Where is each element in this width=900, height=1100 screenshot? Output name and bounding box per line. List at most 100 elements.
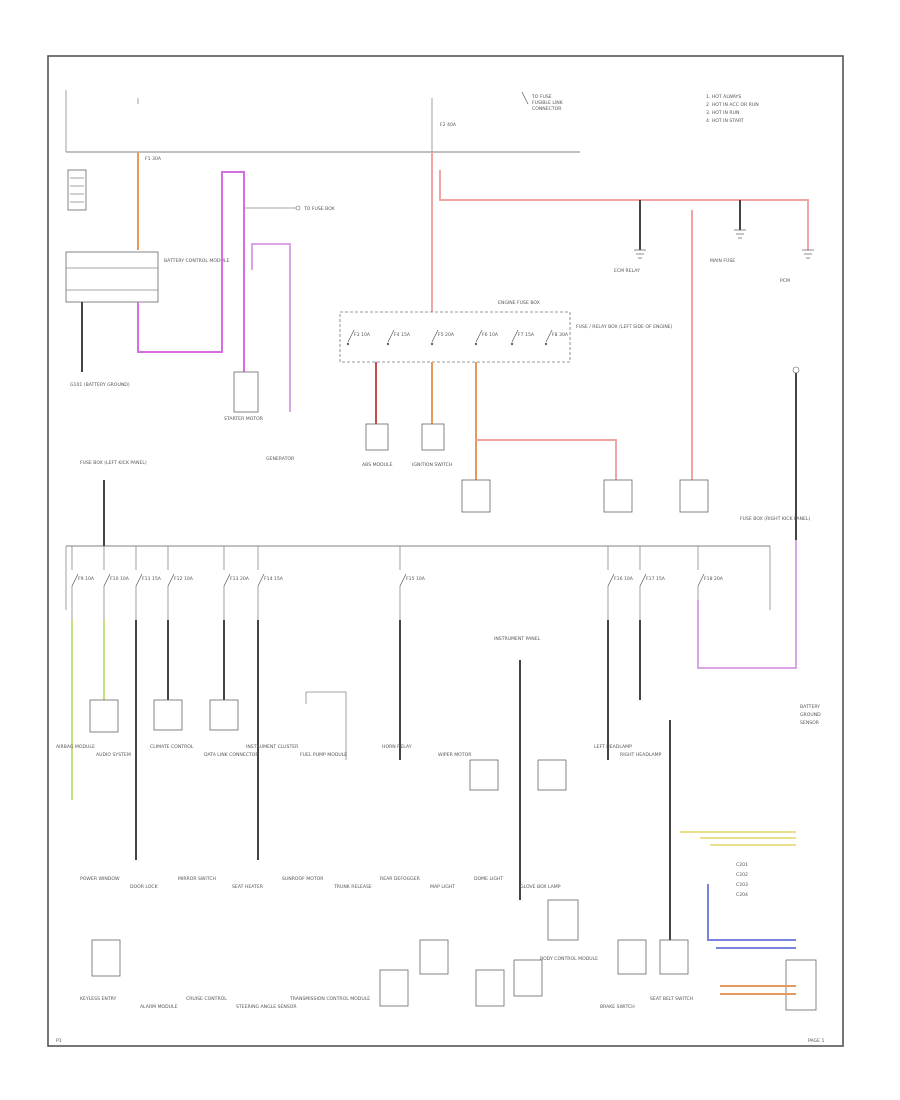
generator-label: GENERATOR	[266, 456, 295, 462]
right-bus-label: FUSE BOX (RIGHT KICK PANEL)	[740, 516, 810, 522]
ignition-sw-label: IGNITION SWITCH	[412, 462, 452, 468]
component-label: AIRBAG MODULE	[56, 744, 95, 750]
component-label: AUDIO SYSTEM	[96, 752, 131, 758]
comp-box	[537, 759, 567, 791]
svg-text:SENSOR: SENSOR	[800, 720, 820, 726]
comp-box	[475, 969, 505, 1007]
legend-right-0: 1. HOT ALWAYS	[706, 94, 741, 100]
component-label: SEAT BELT SWITCH	[650, 996, 693, 1002]
row2-labels: POWER WINDOW DOOR LOCK MIRROR SWITCH SEAT H…	[80, 876, 561, 890]
bus-fuse: F12 10A	[167, 546, 194, 620]
battery-box-label: BATTERY CONTROL MODULE	[164, 258, 229, 264]
block-fuse: F3 10A	[346, 329, 371, 346]
abs-box	[365, 423, 389, 451]
svg-text:BATTERY: BATTERY	[800, 704, 820, 710]
legend-left-1: FUSIBLE LINK	[532, 100, 564, 106]
legend-left: TO FUSE FUSIBLE LINK CONNECTOR	[521, 91, 564, 112]
block-fuse-label: F3 10A	[354, 332, 371, 338]
bus-fuse: F15 10A	[399, 546, 426, 620]
fuse-top-left: F1 30A	[145, 156, 162, 162]
bus-fuse-label: F18 20A	[704, 576, 724, 582]
block-fuse-label: F4 15A	[394, 332, 411, 338]
diagram-border	[47, 55, 844, 1047]
legend-right-3: 4. HOT IN START	[706, 118, 744, 124]
svg-text:C201: C201	[736, 862, 748, 868]
comp-box	[617, 939, 647, 975]
legend-left-0: TO FUSE	[531, 94, 552, 100]
component-label: MIRROR SWITCH	[178, 876, 216, 882]
component-label: DATA LINK CONNECTOR	[204, 752, 259, 758]
component-label: REAR DEFOGGER	[380, 876, 421, 882]
block-box-3	[461, 479, 491, 513]
bus-fuse: F18 20A	[697, 546, 724, 620]
bus-fuse-label: F17 15A	[646, 576, 666, 582]
block-box-4	[603, 479, 633, 513]
wire-pink-starter	[251, 243, 291, 412]
comp-box	[379, 969, 409, 1007]
battery-control-module	[65, 251, 159, 303]
wire-block-red	[476, 439, 617, 480]
bus-fuse-label: F14 15A	[264, 576, 284, 582]
bus-fuse: F16 10A	[607, 546, 634, 620]
ground-icon	[734, 229, 746, 239]
footer-right: PAGE 1	[808, 1038, 824, 1044]
bus-fuse-label: F12 10A	[174, 576, 194, 582]
abs-label: ABS MODULE	[362, 462, 393, 468]
comp-box	[89, 699, 119, 733]
component-label: DOOR LOCK	[130, 884, 159, 890]
block-fuse-label: F6 10A	[482, 332, 499, 338]
bus-fuse: F11 15A	[135, 546, 162, 620]
component-label: SUNROOF MOTOR	[282, 876, 324, 882]
comp-box	[547, 899, 579, 941]
component-label: TRANSMISSION CONTROL MODULE	[289, 996, 370, 1002]
block-fuse: F8 30A	[544, 329, 569, 346]
battery-icon	[67, 169, 87, 211]
to-fuse-box-label: TO FUSE BOX	[303, 206, 335, 212]
ignition-box	[421, 423, 445, 451]
component-label: DOME LIGHT	[474, 876, 503, 882]
comp-box	[469, 759, 499, 791]
block-fuses: F3 10A F4 15A F5 20A F6 10A F7 15A F8 30A	[346, 329, 569, 346]
eng-fuse-box-label: ENGINE FUSE BOX	[498, 300, 540, 306]
starter-box	[233, 371, 259, 413]
component-label: HORN RELAY	[382, 744, 412, 750]
connector-icon	[295, 205, 301, 211]
bus-fuse: F9 10A	[71, 546, 95, 620]
block-fuse: F5 20A	[430, 329, 455, 346]
component-label: SEAT HEATER	[232, 884, 264, 890]
bus-fuse: F17 15A	[639, 546, 666, 620]
ground-icon	[634, 249, 646, 259]
wire-red-top	[439, 170, 809, 250]
ecm-relay-label: ECM RELAY	[614, 268, 640, 274]
component-label: LEFT HEADLAMP	[594, 744, 632, 750]
comp-box	[419, 939, 449, 975]
battery-ground-label: G101 (BATTERY GROUND)	[70, 382, 130, 388]
bus-fuse-label: F15 10A	[406, 576, 426, 582]
engine-fuse-box	[339, 311, 571, 363]
legend-right-2: 3. HOT IN RUN	[706, 110, 739, 116]
bus-fuse: F10 10A	[103, 546, 130, 620]
component-label: POWER WINDOW	[80, 876, 120, 882]
panel-dash-label: INSTRUMENT PANEL	[494, 636, 541, 642]
wire-blue	[707, 884, 796, 941]
svg-text:C204: C204	[736, 892, 748, 898]
block-fuse: F6 10A	[474, 329, 499, 346]
main-fuse-label: MAIN FUSE	[710, 258, 735, 264]
component-label: FUEL PUMP MODULE	[300, 752, 347, 758]
block-fuse: F4 15A	[386, 329, 411, 346]
comp-box	[513, 959, 543, 997]
bus-fuse-label: F16 10A	[614, 576, 634, 582]
block-fuse: F7 15A	[510, 329, 535, 346]
legend-left-2: CONNECTOR	[532, 106, 562, 112]
block-fuse-label: F8 30A	[552, 332, 569, 338]
component-label: INSTRUMENT CLUSTER	[246, 744, 299, 750]
ground-icon	[802, 249, 814, 259]
bus-fuse-label: F9 10A	[78, 576, 95, 582]
component-label: GLOVE BOX LAMP	[520, 884, 561, 890]
svg-text:C203: C203	[736, 882, 748, 888]
component-label: STEERING ANGLE SENSOR	[236, 1004, 297, 1010]
comp-box	[91, 939, 121, 977]
component-label: KEYLESS ENTRY	[80, 996, 117, 1002]
